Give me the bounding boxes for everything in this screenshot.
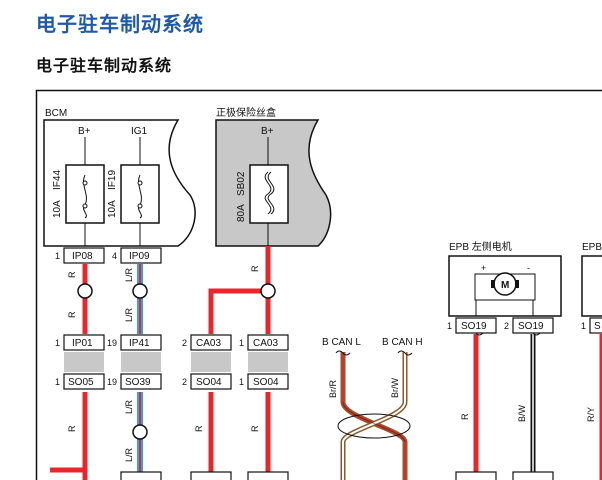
fuse-if44-rating: 10A [52,200,63,218]
svg-text:19: 19 [107,338,117,348]
connector-so05: 1 SO05 [55,373,105,390]
epb-right-box [581,255,602,317]
svg-text:2: 2 [182,338,187,348]
connector-so19-1: 1 SO19 [447,317,497,334]
wire-label: Br/R [328,379,338,398]
fuse-if44-name: IF44 [52,170,63,190]
wire-label: Br/W [390,377,400,398]
svg-text:S: S [594,321,601,332]
splice-node [132,283,148,299]
wire-label: R [250,425,260,432]
svg-text:IP41: IP41 [129,338,150,349]
connector-ip08: 1 IP08 [55,247,105,264]
can-low-label: B CAN L [322,337,361,348]
bcm-pin-ig-label: IG1 [131,126,148,137]
connector-so04-2: 2 SO04 [182,373,232,390]
svg-text:1: 1 [55,338,60,348]
fuse-box-pin-b-label: B+ [261,126,274,137]
wire-label: R/Y [586,407,596,422]
svg-text:SO19: SO19 [461,321,487,332]
diagram-frame [35,89,602,480]
connector-ca03-2: 2 CA03 [182,334,232,351]
epb-minus-label: - [527,263,530,273]
svg-text:2: 2 [182,377,187,387]
svg-text:19: 19 [107,377,117,387]
svg-text:1: 1 [239,338,244,348]
svg-text:IP09: IP09 [129,251,150,262]
svg-text:SO05: SO05 [68,377,94,388]
wire-label: R [67,425,77,432]
fuse-if19-rating: 10A [107,200,118,218]
connector-so04-1: 1 SO04 [239,373,289,390]
connector-so19-2: 2 SO19 [504,317,554,334]
svg-text:4: 4 [112,251,117,261]
wire-label: L/R [124,399,134,414]
svg-text:1: 1 [239,377,244,387]
svg-text:1: 1 [55,251,60,261]
fuse-if19-name: IF19 [107,170,118,190]
svg-text:2: 2 [504,321,509,331]
svg-text:CA03: CA03 [253,338,278,349]
svg-text:1: 1 [447,321,452,331]
svg-text:IP01: IP01 [72,338,93,349]
wire-label: R [194,425,204,432]
fuse-sb02-name: SB02 [236,171,247,196]
epb-plus-label: + [481,263,486,273]
splice-node [260,283,276,299]
svg-text:SO19: SO19 [518,321,544,332]
connector-ip41: 19 IP41 [107,334,162,351]
svg-text:1: 1 [581,321,586,331]
motor-symbol: M [501,280,509,291]
fuse-if44 [65,164,105,224]
epb-right-label: EPB [582,242,602,253]
connector-ip01: 1 IP01 [55,334,105,351]
wire-label: L/R [124,447,134,462]
connector-so-edge: 1 S [581,317,602,334]
section-title: 电子驻车制动系统 [36,56,173,75]
fuse-sb02-rating: 80A [236,204,247,222]
epb-left-label: EPB 左侧电机 [449,240,512,253]
wire-label: L/R [124,307,134,322]
splice-node [132,424,148,440]
wire-label: R [460,413,470,420]
svg-text:SO04: SO04 [196,377,222,388]
connector-so39: 19 SO39 [107,373,162,390]
page-title: 电子驻车制动系统 [36,12,204,36]
wire-label: L/R [124,267,134,282]
svg-text:CA03: CA03 [196,338,221,349]
svg-text:IP08: IP08 [72,251,93,262]
connector-ip09: 4 IP09 [112,247,162,264]
svg-text:SO39: SO39 [125,377,151,388]
splice-node [77,283,93,299]
wire-label: B/W [517,404,527,422]
can-high-label: B CAN H [382,337,423,348]
bcm-pin-b-label: B+ [78,126,91,137]
svg-text:1: 1 [55,377,60,387]
wire-label: R [67,271,77,278]
fuse-if19 [120,164,160,224]
connector-ca03-1: 1 CA03 [239,334,289,351]
wire-label: R [67,311,77,318]
svg-text:SO04: SO04 [253,377,279,388]
bcm-label: BCM [45,108,67,119]
wire-label: R [250,265,260,272]
fuse-box-label: 正极保险丝盒 [216,106,276,119]
